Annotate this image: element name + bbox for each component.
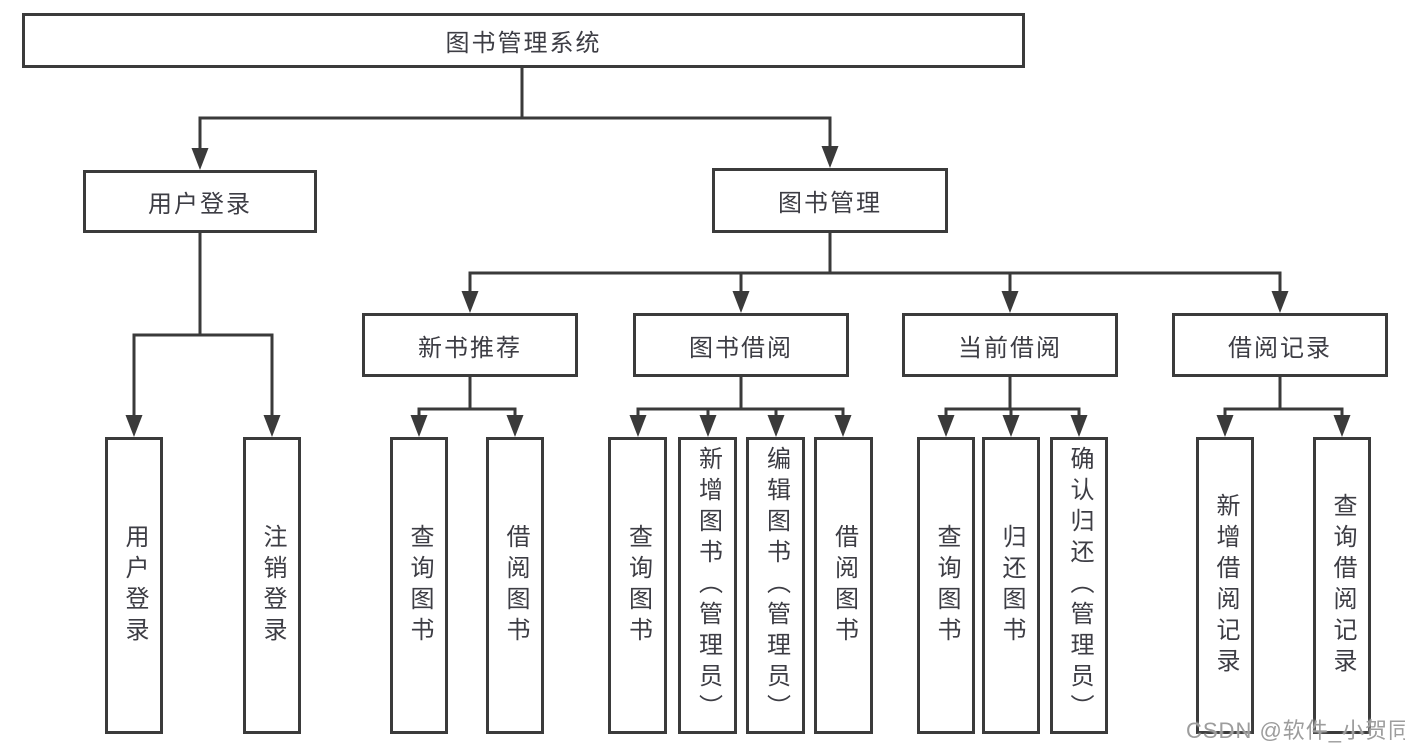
node-login-user-login: 用户登录 [105, 437, 163, 734]
node-newbook-query-books: 查询图书 [390, 437, 448, 734]
node-login-logout-label: 注销登录 [259, 523, 286, 648]
node-current-query-books-label: 查询图书 [933, 523, 960, 648]
node-book-borrow: 图书借阅 [633, 313, 849, 377]
node-borrow-edit-books-admin: 编辑图书（管理员） [746, 437, 805, 734]
csdn-watermark: CSDN @软件_小贺同学 [1186, 718, 1405, 743]
node-login-logout: 注销登录 [243, 437, 301, 734]
node-user-login: 用户登录 [83, 170, 317, 233]
node-borrow-add-books-admin: 新增图书（管理员） [678, 437, 737, 734]
node-library-system-label: 图书管理系统 [445, 30, 602, 57]
node-borrow-edit-books-admin-label: 编辑图书（管理员） [762, 446, 790, 725]
node-records-add-record: 新增借阅记录 [1196, 437, 1254, 734]
node-new-book-recommend: 新书推荐 [362, 313, 578, 377]
node-current-confirm-return-admin: 确认归还（管理员） [1050, 437, 1108, 734]
node-current-query-books: 查询图书 [917, 437, 975, 734]
node-current-borrow: 当前借阅 [902, 313, 1118, 377]
node-newbook-query-books-label: 查询图书 [406, 523, 433, 648]
node-borrow-borrow-books: 借阅图书 [814, 437, 873, 734]
node-newbook-borrow-books-label: 借阅图书 [502, 523, 529, 648]
node-current-borrow-label: 当前借阅 [958, 334, 1062, 362]
node-book-borrow-label: 图书借阅 [689, 334, 793, 362]
node-book-management-label: 图书管理 [778, 190, 882, 217]
node-login-user-login-label: 用户登录 [121, 523, 148, 648]
node-borrow-records-label: 借阅记录 [1228, 334, 1332, 362]
node-current-confirm-return-admin-label: 确认归还（管理员） [1066, 446, 1093, 725]
node-book-management: 图书管理 [712, 168, 948, 233]
node-borrow-query-books-label: 查询图书 [624, 523, 652, 648]
node-borrow-records: 借阅记录 [1172, 313, 1388, 377]
node-library-system: 图书管理系统 [22, 13, 1025, 68]
node-borrow-add-books-admin-label: 新增图书（管理员） [694, 446, 722, 725]
node-borrow-borrow-books-label: 借阅图书 [830, 523, 858, 648]
node-user-login-label: 用户登录 [148, 191, 252, 218]
node-records-query-record-label: 查询借阅记录 [1329, 492, 1356, 679]
node-newbook-borrow-books: 借阅图书 [486, 437, 544, 734]
node-records-add-record-label: 新增借阅记录 [1212, 492, 1239, 679]
node-current-return-books: 归还图书 [982, 437, 1040, 734]
node-borrow-query-books: 查询图书 [608, 437, 667, 734]
node-current-return-books-label: 归还图书 [998, 523, 1025, 648]
node-new-book-recommend-label: 新书推荐 [418, 334, 522, 362]
node-records-query-record: 查询借阅记录 [1313, 437, 1371, 734]
